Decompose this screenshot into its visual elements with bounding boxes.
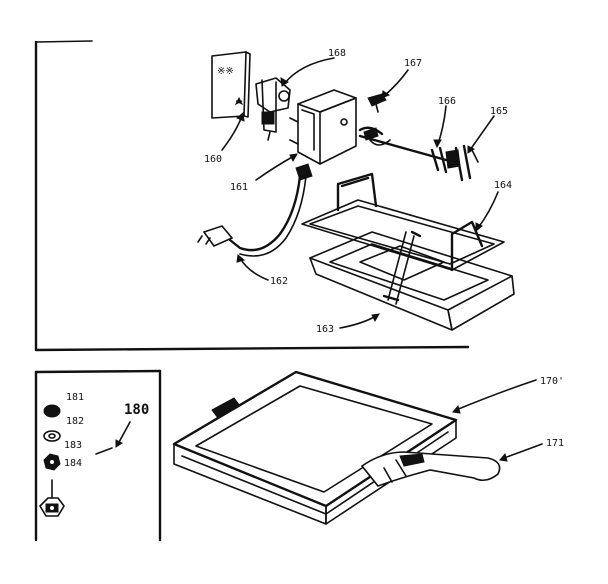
part-168-motor-bracket [255,77,291,141]
label-163: 163 [316,324,334,335]
label-165: 165 [490,106,508,117]
label-171: 171 [546,438,564,449]
label-164: 164 [494,180,512,191]
label-170: 170' [540,376,564,387]
label-183: 183 [64,440,82,451]
part-170-griddle [172,370,458,525]
label-162: 162 [270,276,288,287]
leader-lines [95,57,543,462]
part-182-washer [43,430,61,442]
upper-frame [34,40,470,352]
part-164-rack [301,172,505,272]
svg-text:※※: ※※ [217,66,234,77]
label-184: 184 [64,458,82,469]
label-167: 167 [404,58,422,69]
part-labels: 168 167 166 165 160 161 164 162 163 170'… [64,48,564,469]
part-160-switch-plate: ※※ [211,51,251,119]
label-161: 161 [230,182,248,193]
label-166: 166 [438,96,456,107]
part-162-power-cord [197,163,313,257]
label-180: 180 [124,402,149,418]
part-161-motor-box [289,89,357,165]
part-184-knob-base [39,479,65,517]
part-183-nut [43,453,61,471]
part-171-griddle-handle [360,451,501,487]
label-168: 168 [328,48,346,59]
label-160: 160 [204,154,222,165]
label-181: 181 [66,392,84,403]
part-163-drip-pan [309,230,515,331]
lower-frame [34,369,162,542]
part-165-spit-forks [430,144,479,182]
part-181-knob-cap [43,404,61,418]
part-167-screw [367,93,387,113]
part-166-spit-rod [358,126,448,162]
label-182: 182 [66,416,84,427]
